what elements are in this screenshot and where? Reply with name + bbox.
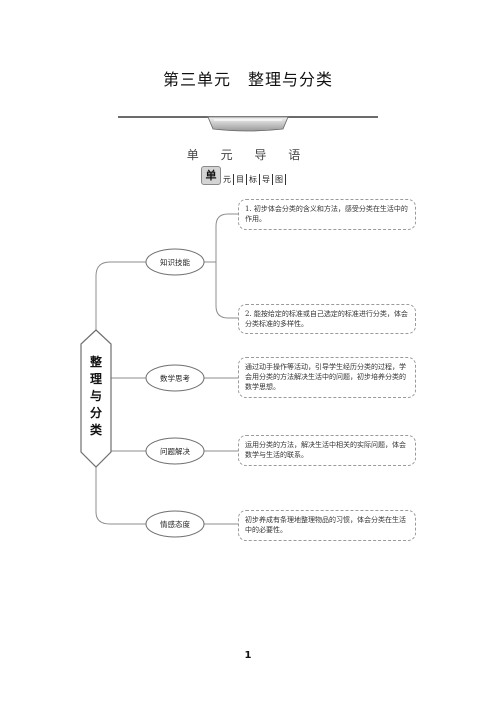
node-label-attitude: 情感态度 [160,520,190,529]
node-ellipse-problem [145,437,205,465]
node-ellipse-thinking [145,364,205,392]
mindmap-connectors [95,213,238,525]
node-ellipse-attitude [145,510,205,538]
node-ellipse-knowledge [145,248,205,276]
root-char: 分 [89,406,102,420]
root-char: 类 [89,423,102,437]
knowledge-goal-1: 1. 初步体会分类的含义和方法，感受分类在生活中的作用。 [238,199,416,230]
problem-goal: 运用分类的方法，解决生活中相关的实际问题，体会数学与生活的联系。 [238,435,416,466]
badge-part: 图 [273,174,286,185]
node-label-thinking: 数学思考 [160,374,190,383]
badge-part: 标 [247,174,260,185]
root-char: 与 [89,389,102,403]
knowledge-goal-2: 2. 能按给定的标准或自己选定的标准进行分类，体会分类标准的多样性。 [238,304,416,334]
root-node-shape [80,329,112,468]
section-subtitle: 单 元 导 语 [186,148,310,162]
page-title: 第三单元 整理与分类 [162,70,333,89]
badge-part: 元 [221,174,234,185]
badge-part: 目 [234,174,247,185]
thinking-goal: 通过动手操作等活动，引导学生经历分类的过程，学会用分类的方法解决生活中的问题，初… [238,357,416,398]
header-divider [118,116,378,132]
root-char: 理 [89,372,102,386]
badge-main-char: 单 [201,166,221,185]
root-node-label: 整 理 与 分 类 [80,354,112,439]
root-char: 整 [89,355,102,369]
attitude-goal: 初步养成有条理地整理物品的习惯，体会分类在生活中的必要性。 [238,510,416,541]
page-number: 1 [244,650,252,661]
node-label-knowledge: 知识技能 [160,258,190,267]
badge-part: 导 [260,174,273,185]
unit-goal-badge: 单 元 目 标 导 图 [201,166,286,185]
node-label-problem: 问题解决 [160,447,190,456]
